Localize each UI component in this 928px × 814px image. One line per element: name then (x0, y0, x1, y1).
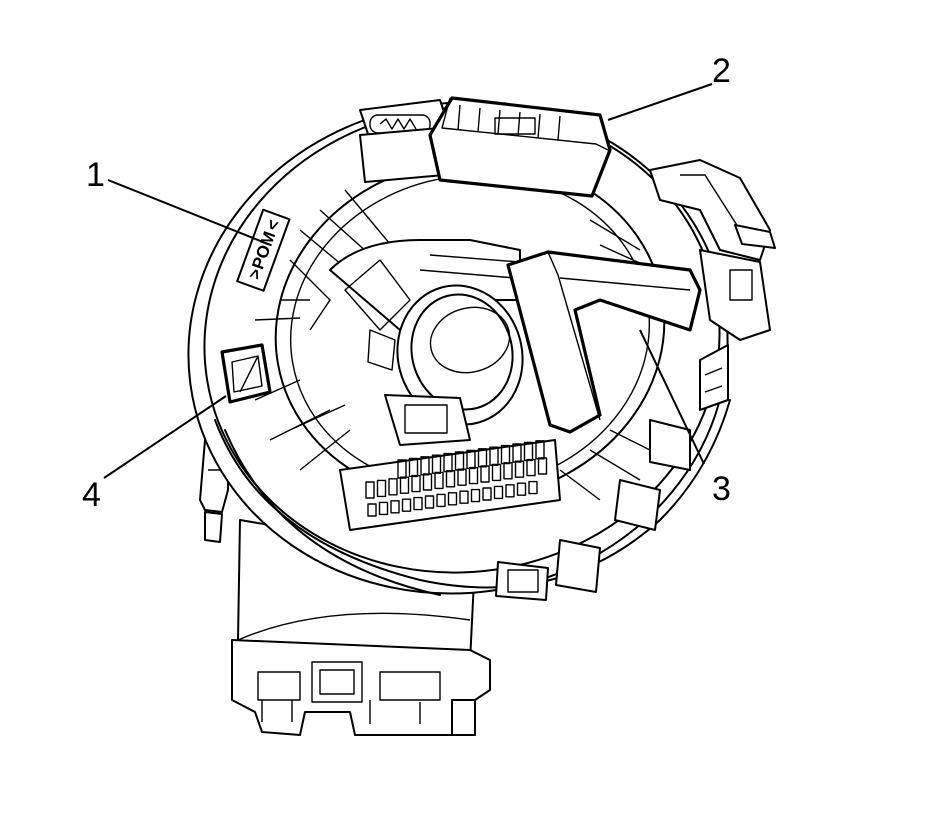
callout-2: 2 (712, 52, 731, 90)
grille-slot (365, 481, 375, 499)
grille-slot (390, 500, 400, 514)
grille-slot (491, 463, 502, 482)
grille-slot (526, 458, 536, 477)
grille-slot (411, 474, 421, 493)
grille-slot (399, 476, 410, 494)
grille-slot (480, 465, 490, 483)
pom-marking: POM > < (236, 208, 291, 292)
leader-line-1 (107, 179, 269, 245)
grille-slot (503, 462, 513, 480)
grille-slot (378, 501, 389, 516)
grille-slot (470, 488, 481, 503)
grille-slot (424, 495, 435, 509)
upper-connector (359, 96, 612, 198)
grille-slot (431, 454, 442, 474)
grille-slot (401, 498, 412, 512)
grille-slot (466, 449, 476, 470)
grille-slot (457, 468, 467, 486)
callout-3: 3 (712, 470, 731, 508)
grille-slot (505, 484, 515, 498)
grille-slot (523, 441, 534, 462)
grille-slot (408, 457, 419, 478)
grille-slot (445, 470, 456, 488)
grille-slot (512, 443, 522, 463)
center-hub (329, 239, 524, 446)
leader-lines (103, 83, 713, 479)
grille-slot (516, 482, 527, 496)
leader-line-3 (639, 329, 705, 465)
grille-slot (477, 448, 488, 468)
grille-slot (376, 479, 387, 498)
callout-1: 1 (86, 156, 105, 194)
position-window (220, 343, 272, 404)
grille-slot (454, 451, 465, 471)
right-side-clips (649, 159, 776, 341)
leader-line-2 (607, 83, 713, 121)
grille-slot (514, 460, 525, 478)
grille-slot (397, 459, 407, 479)
callout-4: 4 (82, 476, 101, 514)
grille-slot (537, 457, 548, 475)
grille-slot (493, 485, 504, 500)
grille-slot (413, 496, 423, 511)
grille (339, 439, 561, 531)
grille-slot (528, 480, 538, 495)
leader-line-4 (103, 395, 227, 479)
grille-slot (447, 492, 458, 506)
grille-slot (388, 478, 398, 496)
grille-slot (500, 444, 511, 465)
grille-slot (367, 503, 377, 517)
grille-slot (422, 473, 433, 491)
grille-slot (459, 490, 469, 504)
grille-slot (468, 466, 479, 485)
grille-slot (443, 452, 453, 473)
grille-slot (436, 493, 446, 508)
grille-slot (535, 440, 545, 460)
locking-lever (506, 250, 702, 434)
grille-slot (489, 446, 499, 466)
grille-slot (482, 487, 492, 501)
grille-slot (434, 471, 444, 490)
grille-slot (420, 456, 430, 476)
